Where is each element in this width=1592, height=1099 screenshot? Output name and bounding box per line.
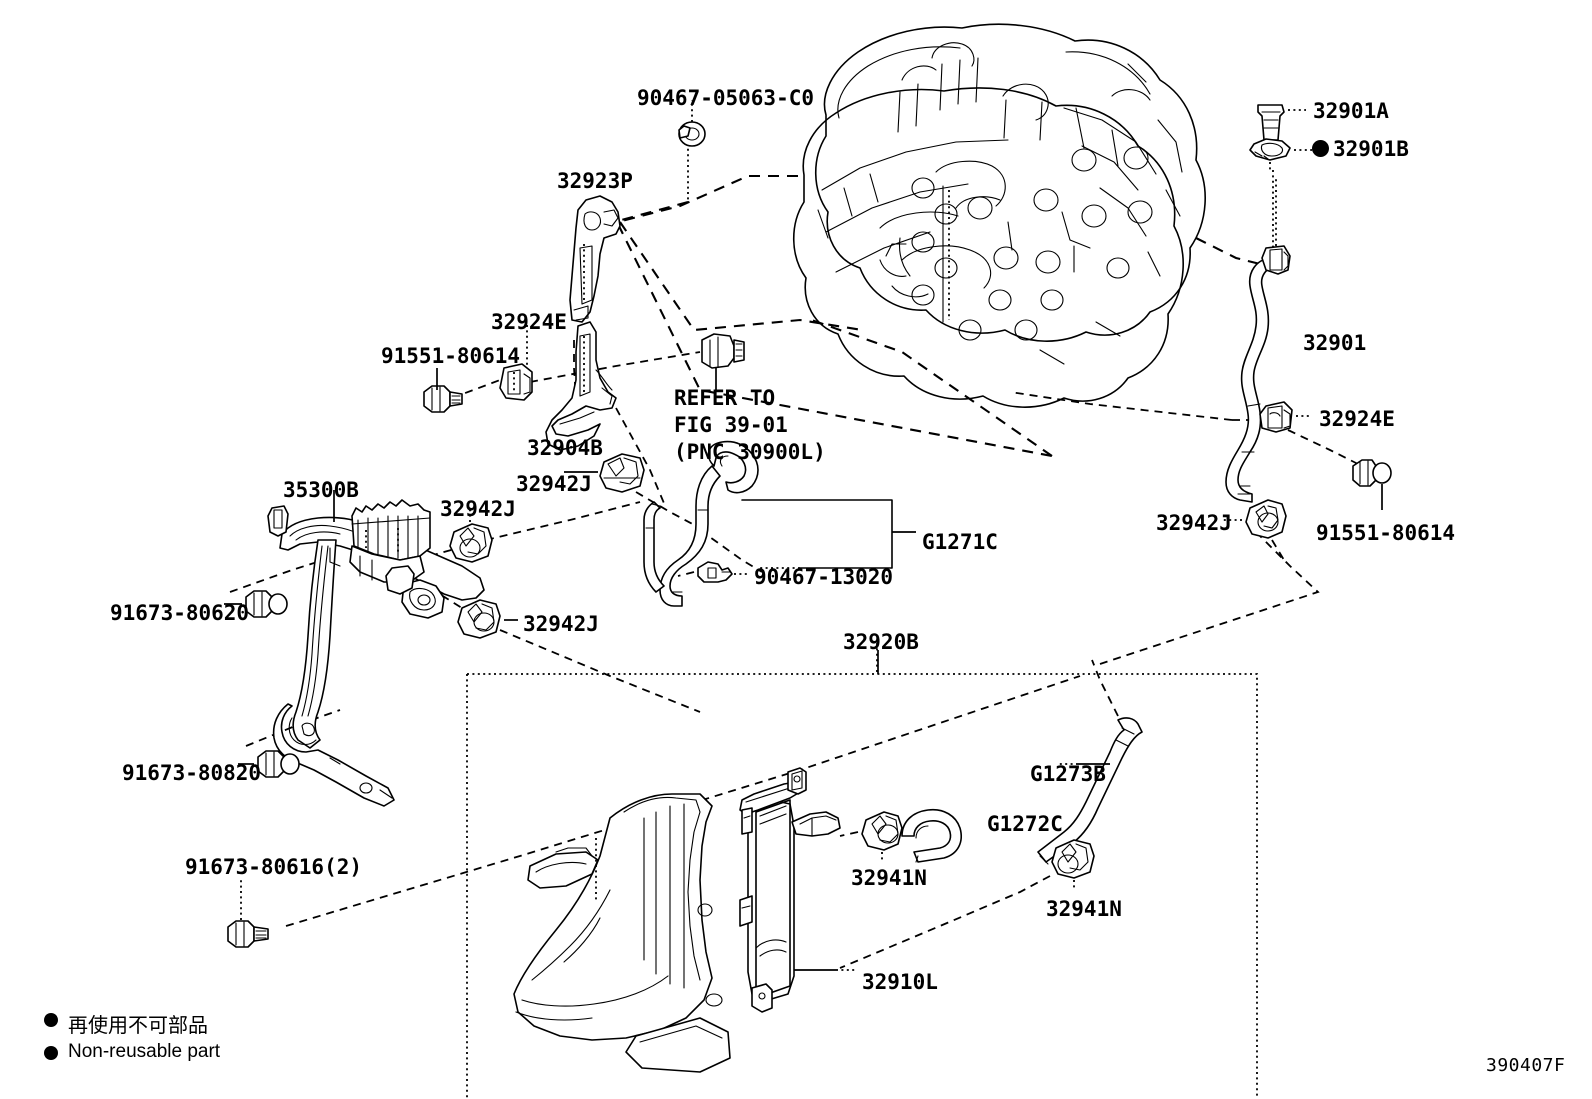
- figure-number: 390407F: [1486, 1055, 1566, 1076]
- part-callout-91673-80616-2-: 91673-80616(2): [185, 855, 363, 879]
- part-91673-80820-bolt: [238, 750, 300, 778]
- part-32924e-clip-right: [1259, 401, 1312, 433]
- part-32942j-clamp-bracket-upper: [449, 506, 493, 563]
- part-callout-91551-80614: 91551-80614: [1316, 521, 1456, 545]
- part-callout-91551-80614: 91551-80614: [381, 344, 521, 368]
- part-g1273b-hose: [1037, 659, 1143, 865]
- part-callout-32924e: 32924E: [1319, 407, 1395, 431]
- part-callout-g1273b: G1273B: [1030, 762, 1106, 786]
- part-90467-05063-c0-grommet: [678, 100, 706, 147]
- part-callout-g1272c: G1272C: [987, 812, 1063, 836]
- part-90467-13020-clip: [677, 561, 750, 583]
- callout-leaders: [876, 643, 878, 672]
- part-callout-32942j: 32942J: [1156, 511, 1232, 535]
- part-32904b-bracket: [545, 321, 617, 451]
- transmission-case-illustration: [792, 23, 1206, 408]
- part-32942j-clamp-bracket-lower: [457, 599, 518, 639]
- legend-bullet-japanese: [44, 1013, 58, 1027]
- legend-text-english: Non-reusable part: [68, 1041, 221, 1062]
- part-callout-32901a: 32901A: [1313, 99, 1389, 123]
- refer-to-note: REFER TO FIG 39-01 (PNC 30900L): [674, 386, 826, 464]
- part-91673-80620-bolt: [224, 590, 288, 618]
- part-callout-90467-13020: 90467-13020: [754, 565, 894, 589]
- part-32901a-bolt: [1257, 104, 1306, 141]
- part-32910l-cooler: [513, 767, 856, 1073]
- part-callout-32942j: 32942J: [440, 497, 516, 521]
- part-callout-35300b: 35300B: [283, 478, 359, 502]
- legend-bullet-english: [44, 1046, 58, 1060]
- part-35300b-bracket: [267, 490, 485, 807]
- part-callout-32942j: 32942J: [516, 472, 592, 496]
- part-91551-80614-bolt-left: [423, 368, 463, 413]
- part-32923p-bracket: [569, 195, 621, 323]
- part-callout-90467-05063-c0: 90467-05063-C0: [637, 86, 815, 110]
- part-callout-g1271c: G1271C: [922, 530, 998, 554]
- part-callout-91673-80820: 91673-80820: [122, 761, 262, 785]
- part-callout-32942j: 32942J: [523, 612, 599, 636]
- part-32924e-clip-left: [499, 363, 533, 401]
- part-callout-32904b: 32904B: [527, 436, 603, 460]
- part-32920b-boundary-box: [466, 650, 1258, 1099]
- part-32942j-clamp-upper: [564, 453, 645, 493]
- part-callout-32901b: 32901B: [1333, 137, 1409, 161]
- part-callout-91673-80620: 91673-80620: [110, 601, 250, 625]
- part-g1272c-hose: [901, 808, 962, 863]
- non-reusable-bullet-32901b: [1312, 140, 1329, 157]
- part-callout-32923p: 32923P: [557, 169, 633, 193]
- part-callout-32941n: 32941N: [851, 866, 927, 890]
- legend-text-japanese: 再使用不可部品: [68, 1015, 208, 1037]
- part-callout-32924e: 32924E: [491, 310, 567, 334]
- part-32942j-clamp-right: [1222, 499, 1287, 561]
- part-callout-32910l: 32910L: [862, 970, 938, 994]
- part-callout-32901: 32901: [1303, 331, 1367, 355]
- part-91551-80614-bolt-right: [1352, 459, 1392, 510]
- part-32941n-clamp-right: [839, 839, 1095, 969]
- part-callout-32920b: 32920B: [843, 630, 919, 654]
- part-91673-80616-bolt: [227, 878, 269, 948]
- part-callout-32941n: 32941N: [1046, 897, 1122, 921]
- part-32901b-washer: [1249, 138, 1314, 172]
- part-refer-fitting: [701, 333, 745, 392]
- part-32941n-clamp-left: [839, 811, 903, 860]
- part-g1271c-hose: [643, 440, 916, 607]
- part-32901-hose: [1225, 176, 1291, 503]
